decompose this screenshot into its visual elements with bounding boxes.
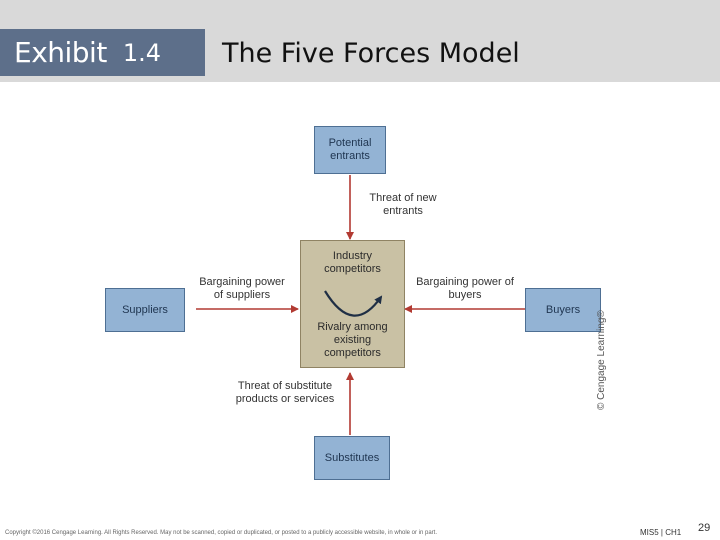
footer-copyright: Copyright ©2016 Cengage Learning. All Ri… [5,530,438,536]
box-potential-entrants: Potential entrants [314,126,386,174]
label-threat-new-entrants: Threat of new entrants [369,192,437,217]
footer-page-number: 29 [698,522,711,534]
slide-title: The Five Forces Model [222,38,520,69]
box-suppliers: Suppliers [105,288,185,332]
cengage-watermark: © Cengage Learning® [596,310,607,410]
label-bargaining-buyers: Bargaining power of buyers [416,276,514,301]
exhibit-number: 1.4 [122,38,161,67]
five-forces-diagram: Potential entrants Suppliers Buyers Subs… [100,123,618,489]
box-industry-competitors: Industry competitors Rivalry among exist… [300,240,405,368]
box-buyers: Buyers [525,288,601,332]
exhibit-word: Exhibit [14,36,107,69]
center-bottom-text: Rivalry among existing competitors [317,321,388,359]
label-bargaining-suppliers: Bargaining power of suppliers [199,276,285,301]
diagram-arrows [196,175,525,435]
rivalry-cycle-icon [324,290,383,317]
exhibit-label: Exhibit 1.4 [0,29,205,76]
label-threat-substitutes: Threat of substitute products or service… [235,380,335,405]
footer-course: MIS5 | CH1 [640,528,682,537]
center-top-text: Industry competitors [324,250,381,275]
box-substitutes: Substitutes [314,436,390,480]
